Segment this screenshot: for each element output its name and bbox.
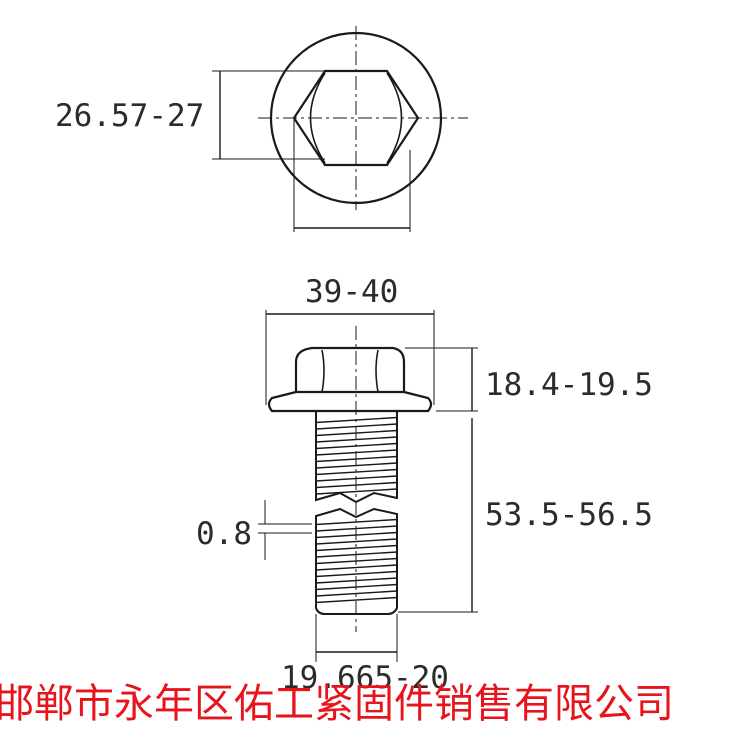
thread-line bbox=[315, 570, 398, 578]
thread-line bbox=[315, 462, 398, 469]
side-view bbox=[258, 310, 478, 662]
thread-line bbox=[315, 436, 398, 443]
thread-line bbox=[315, 531, 398, 539]
thread-line bbox=[315, 544, 398, 552]
thread-line bbox=[315, 551, 398, 558]
thread-line bbox=[315, 590, 398, 597]
thread-line bbox=[315, 481, 398, 489]
thread-line bbox=[315, 525, 398, 532]
thread-line bbox=[315, 429, 398, 437]
top-view bbox=[212, 26, 468, 232]
thread-line bbox=[315, 455, 398, 463]
dim-label-thread-length: 53.5-56.5 bbox=[485, 497, 653, 533]
thread-line bbox=[315, 583, 398, 591]
thread-line bbox=[315, 596, 398, 604]
dim-label-flange-diameter: 39-40 bbox=[305, 274, 398, 310]
thread-line bbox=[315, 416, 398, 424]
thread-line bbox=[315, 538, 398, 545]
dim-label-head-height: 18.4-19.5 bbox=[485, 367, 653, 403]
thread-line bbox=[315, 488, 398, 495]
thread-lower bbox=[315, 518, 398, 604]
thread-line bbox=[315, 423, 398, 430]
thread-line bbox=[315, 449, 398, 456]
thread-line bbox=[315, 564, 398, 571]
thread-line bbox=[315, 518, 398, 526]
hex-head bbox=[294, 346, 406, 394]
dim-label-across-flats: 26.57-27 bbox=[55, 98, 204, 134]
thread-line bbox=[315, 577, 398, 584]
flange bbox=[267, 390, 433, 413]
thread-upper bbox=[315, 416, 398, 495]
hex-facet-left bbox=[321, 349, 325, 393]
thread-line bbox=[315, 475, 398, 482]
thread-line bbox=[315, 468, 398, 476]
hex-facet-right bbox=[375, 349, 379, 393]
shank-lower bbox=[315, 507, 398, 615]
company-name: 邯郸市永年区佑工紧固件销售有限公司 bbox=[0, 681, 674, 727]
dim-label-thread-diameter: 19.665-20 bbox=[281, 660, 449, 696]
dim-label-gap: 0.8 bbox=[196, 516, 252, 552]
thread-line bbox=[315, 557, 398, 565]
thread-line bbox=[315, 442, 398, 450]
